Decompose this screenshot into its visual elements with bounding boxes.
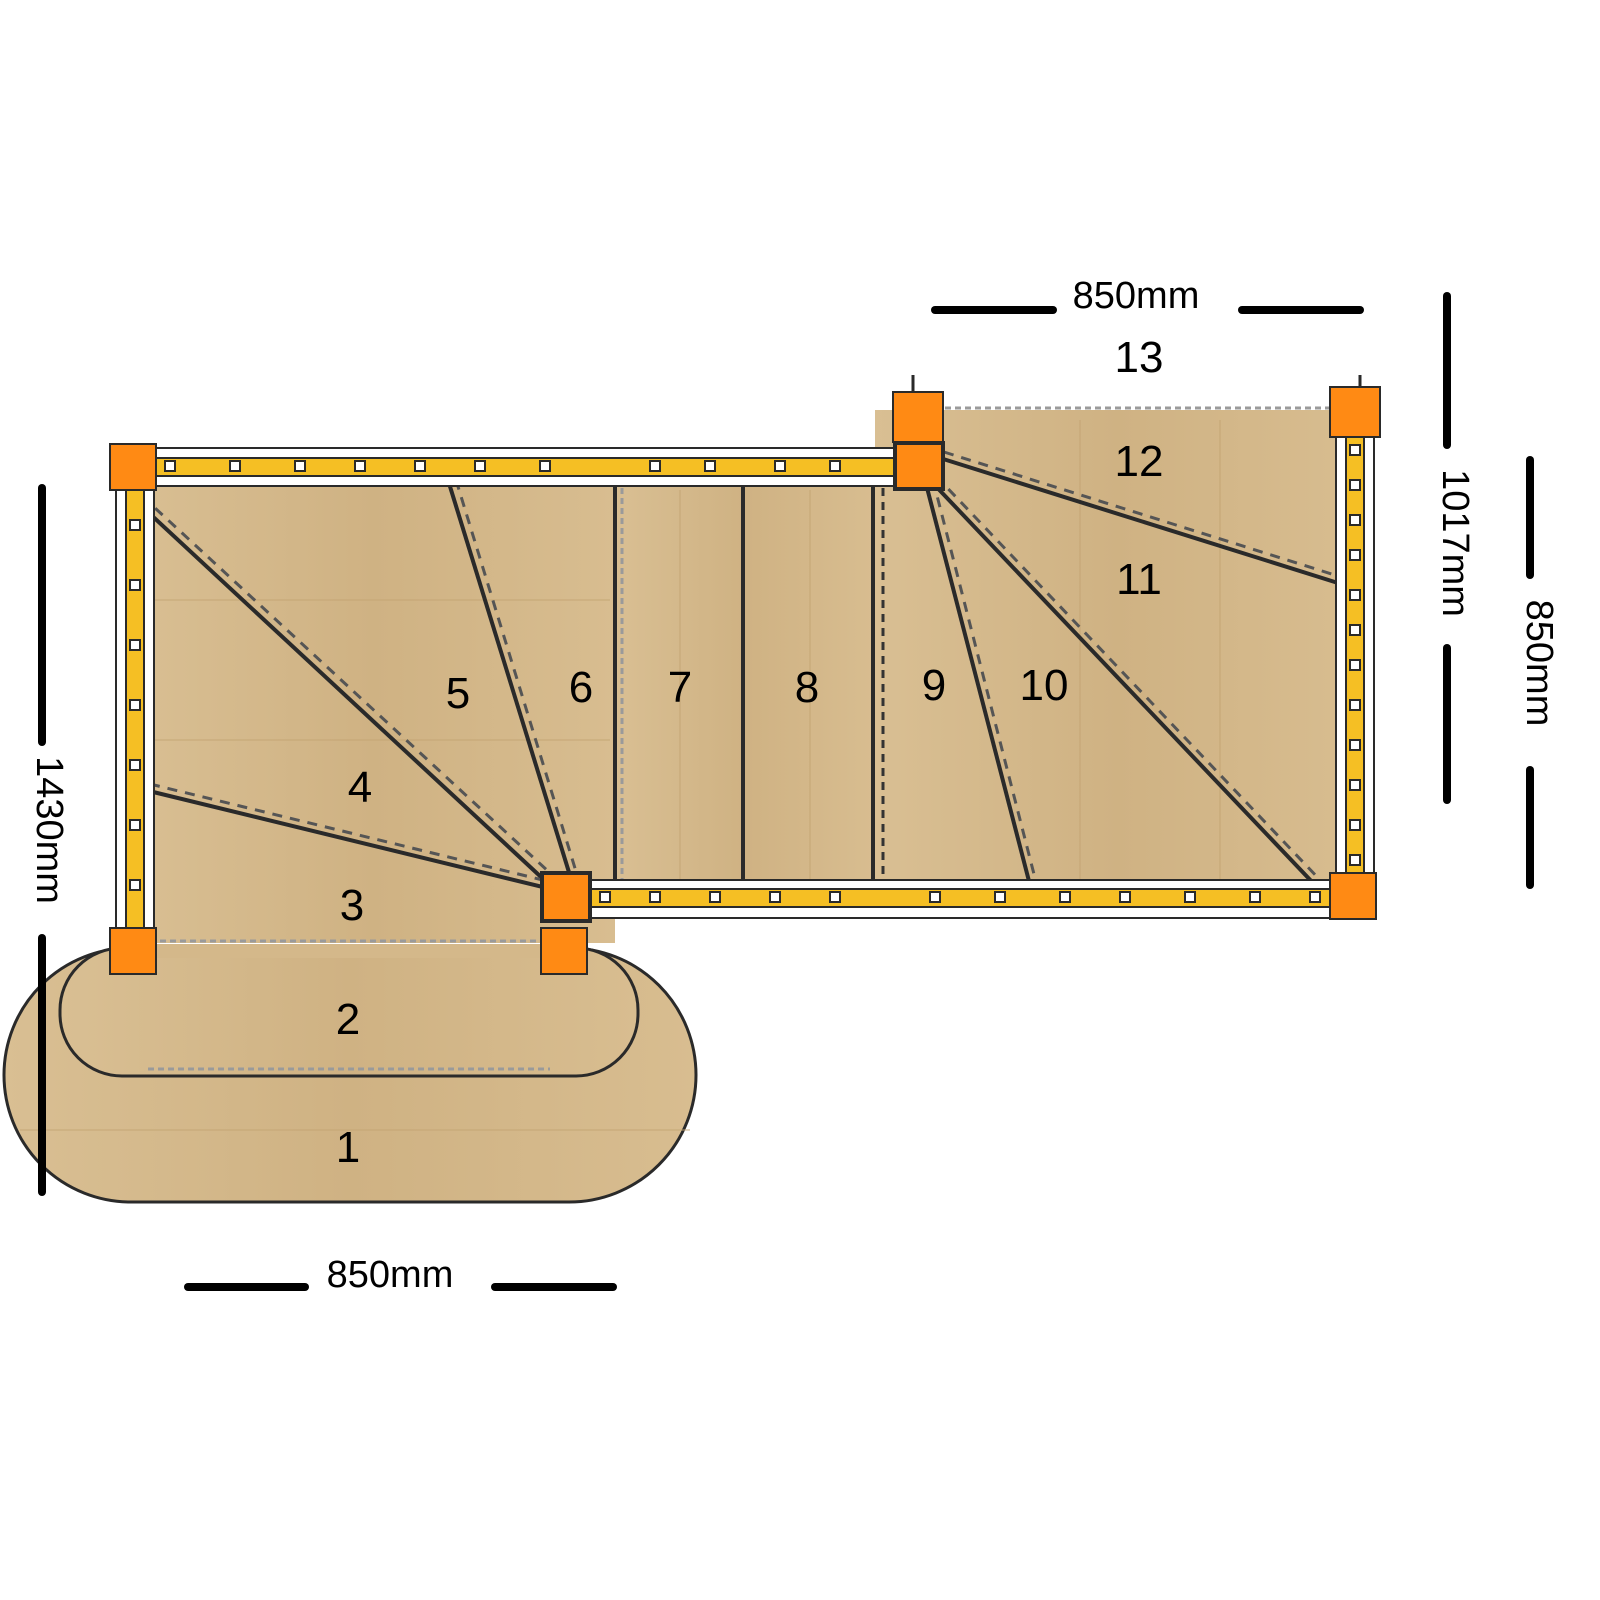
newel-post	[1329, 872, 1377, 920]
step-1-label: 1	[336, 1123, 360, 1172]
newel-posts	[109, 386, 1381, 975]
newel-post	[540, 927, 588, 975]
newel-post	[540, 871, 592, 923]
newel-post	[893, 441, 945, 491]
step-5-label: 5	[446, 669, 470, 718]
step-10-label: 10	[1020, 661, 1069, 710]
top-width-dimension: 850mm	[1073, 275, 1200, 317]
step-7-label: 7	[668, 663, 692, 712]
newel-post	[109, 927, 157, 975]
step-4-label: 4	[348, 763, 372, 812]
tread-dividers	[133, 456, 1339, 892]
bottom-handrail	[559, 879, 1351, 919]
step-9-label: 9	[922, 661, 946, 710]
dimension-lines	[38, 292, 1534, 1291]
upper-winder-area	[875, 410, 1360, 885]
left-handrail	[115, 469, 155, 941]
newel-post	[109, 443, 157, 491]
lower-winder-area	[130, 465, 615, 943]
left-height-dimension: 1430mm	[28, 756, 70, 904]
winder-nosing-marks	[140, 450, 1339, 886]
step-6-label: 6	[569, 663, 593, 712]
step-2-label: 2	[336, 995, 360, 1044]
wood-grain	[20, 420, 1221, 1131]
step-11-label: 11	[1116, 555, 1162, 604]
newel-post	[892, 391, 944, 443]
step-12-label: 12	[1115, 437, 1164, 486]
top-handrail	[129, 447, 916, 487]
step-3-label: 3	[340, 881, 364, 930]
step-8-label: 8	[795, 663, 819, 712]
bottom-width-dimension: 850mm	[327, 1254, 454, 1296]
step-labels: 1 2 3 4 5 6 7 8 9 10 11 12 13	[336, 333, 1164, 1172]
step-13-label: 13	[1115, 333, 1164, 382]
newel-post	[1329, 386, 1381, 438]
right-outer-height-dimension: 850mm	[1518, 600, 1560, 727]
right-inner-height-dimension: 1017mm	[1434, 469, 1476, 617]
step-2-top-fill	[120, 944, 582, 958]
right-handrail	[1335, 419, 1375, 886]
